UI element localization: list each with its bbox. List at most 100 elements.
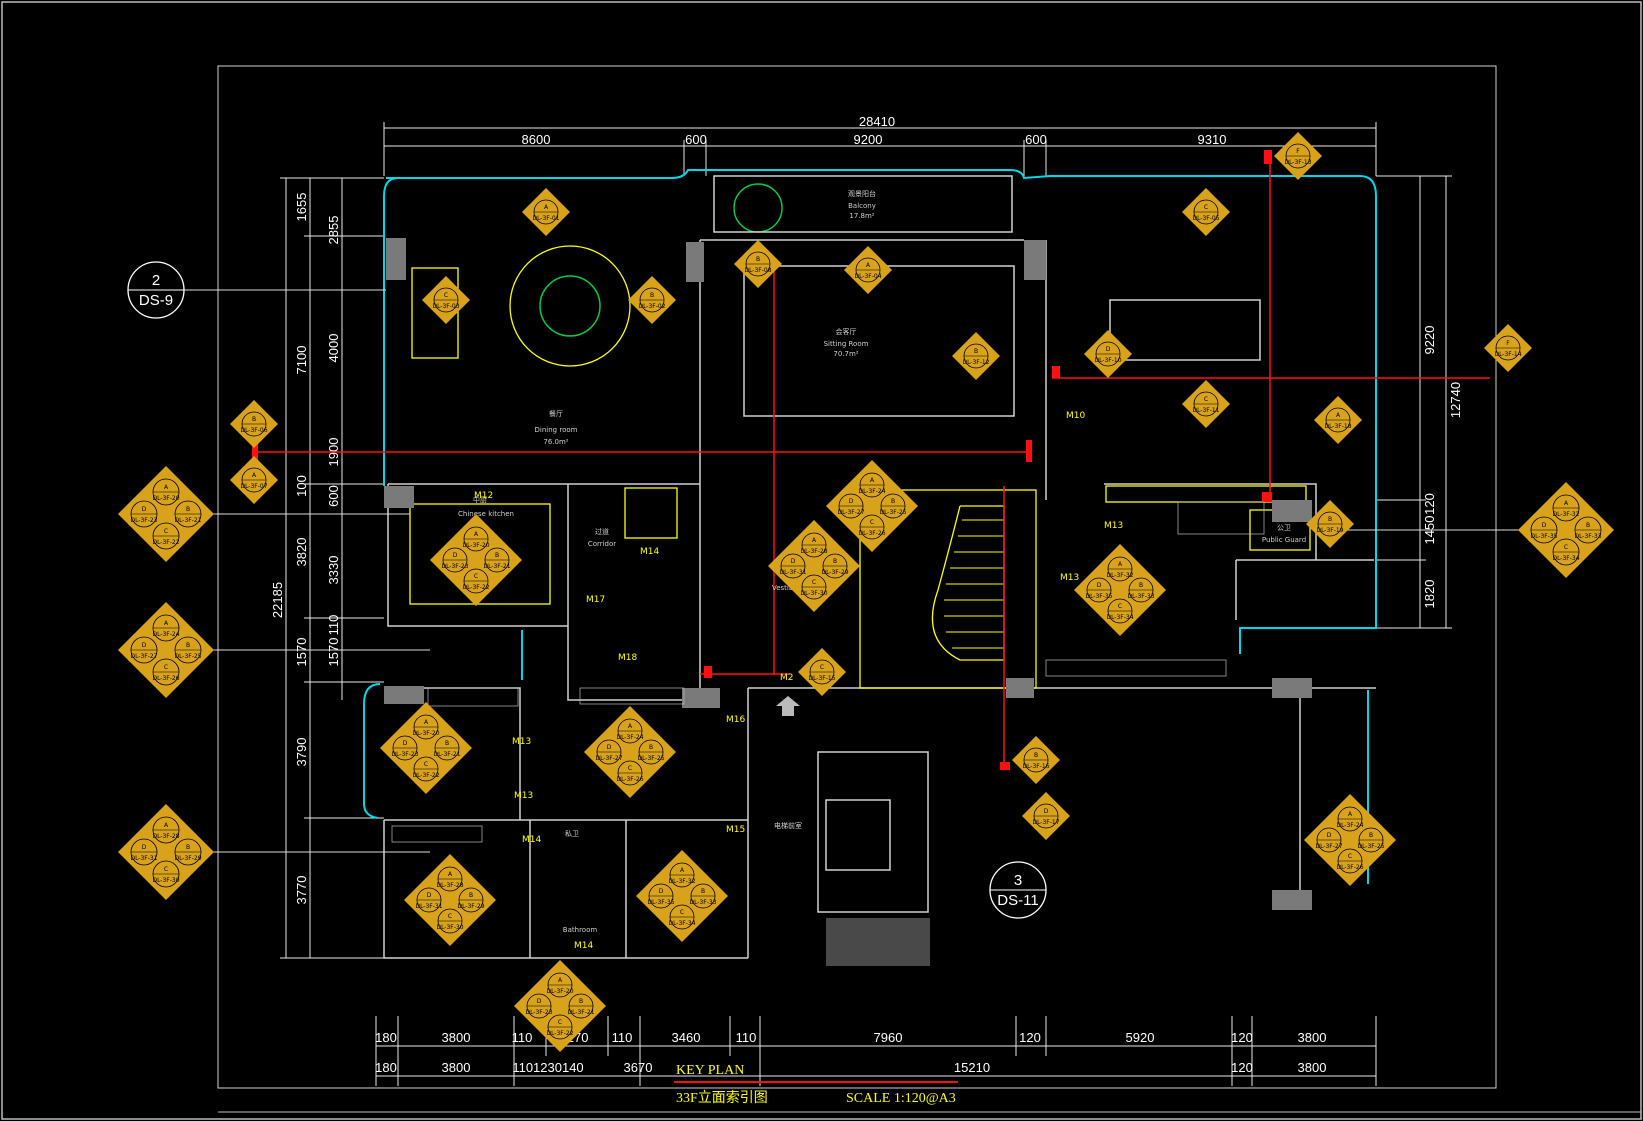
tag-letter: A xyxy=(628,723,633,730)
room-balcony-area: 17.8m² xyxy=(849,212,874,220)
tag-letter: D xyxy=(849,498,854,505)
tag-code: DL-3F-14 xyxy=(1494,351,1521,358)
balcony-plant xyxy=(733,183,783,233)
left-dimensions: 22185 1655 7100 3820 1570 3790 3770 2855… xyxy=(270,177,384,959)
elevation-tag: FDL-3F-13 xyxy=(1274,132,1322,180)
tag-code: DL-3F-28 xyxy=(436,882,463,889)
tag-code: DL-3F-01 xyxy=(532,215,559,222)
tag-code: DL-3F-03 xyxy=(432,303,459,310)
tag-code: DL-3F-05 xyxy=(1192,215,1219,222)
tag-code: DL-3F-27 xyxy=(130,653,157,660)
tag-code: DL-3F-20 xyxy=(546,988,573,995)
tag-code: DL-3F-10 xyxy=(1094,357,1121,364)
callout-sheet: DS-11 xyxy=(997,892,1038,909)
drawing-scale: SCALE 1:120@A3 xyxy=(846,1091,956,1106)
tag-code: DL-3F-20 xyxy=(152,495,179,502)
balcony-box xyxy=(713,175,1013,233)
tag-code: DL-3F-29 xyxy=(457,903,484,910)
tag-code: DL-3F-27 xyxy=(837,509,864,516)
tag-letter: D xyxy=(403,740,408,747)
dim-left-outer: 1570 xyxy=(294,638,309,667)
tag-code: DL-3F-26 xyxy=(616,776,643,783)
dim-top-seg: 600 xyxy=(685,132,707,147)
tag-letter: D xyxy=(791,558,796,565)
dim-bottom-1: 120 xyxy=(1231,1030,1253,1045)
tag-code: DL-3F-22 xyxy=(412,772,439,779)
tag-letter: A xyxy=(1348,811,1353,818)
dim-bottom-2: 120 xyxy=(1231,1060,1253,1075)
shaft-base xyxy=(826,918,930,966)
room-elev-lobby: 电梯前室 xyxy=(774,821,802,830)
door-label: M18 xyxy=(618,653,637,663)
tag-letter: C xyxy=(424,761,428,768)
tag-code: DL-3F-18 xyxy=(1324,423,1351,430)
tag-code: DL-3F-34 xyxy=(1552,555,1579,562)
tag-letter: B xyxy=(186,506,190,513)
dim-top-seg: 9310 xyxy=(1198,132,1227,147)
tag-letter: C xyxy=(448,913,452,920)
tag-letter: A xyxy=(558,977,563,984)
dim-bottom-1: 110 xyxy=(512,1030,533,1045)
dim-bottom-2: 3800 xyxy=(442,1060,471,1075)
tag-letter: B xyxy=(891,498,895,505)
dim-bottom-1: 5920 xyxy=(1126,1030,1155,1045)
dim-left-outer: 3770 xyxy=(294,876,309,905)
door-label: M10 xyxy=(1066,411,1085,421)
room-bath-en: Bathroom xyxy=(563,926,598,934)
dim-bottom-2: 180 xyxy=(375,1060,397,1075)
stair-treads xyxy=(944,519,1004,649)
room-foyer-en: Vestibule xyxy=(772,584,804,592)
tag-code: DL-3F-23 xyxy=(525,1009,552,1016)
tag-letter: C xyxy=(870,519,874,526)
door-label: M14 xyxy=(522,835,541,845)
tag-code: DL-3F-34 xyxy=(668,920,695,927)
tag-letter: B xyxy=(186,642,190,649)
floor-plan xyxy=(184,150,1520,966)
room-kitchen: 中厨 xyxy=(473,495,487,504)
dim-left-inner: 1570 xyxy=(326,638,341,667)
elevation-tag: BDL-3F-16 xyxy=(1012,736,1060,784)
door-label: M2 xyxy=(780,673,794,683)
tag-code: DL-3F-31 xyxy=(779,569,806,576)
room-dining-en: Dining room xyxy=(535,426,578,434)
tag-code: DL-3F-26 xyxy=(152,675,179,682)
elevation-tag: ADL-3F-04 xyxy=(844,246,892,294)
tag-code: DL-3F-11 xyxy=(1192,407,1219,414)
dim-bottom-1: 110 xyxy=(736,1030,757,1045)
tag-letter: B xyxy=(974,348,978,355)
room-public: 公卫 xyxy=(1277,524,1291,532)
elevation-tag: CDL-3F-03 xyxy=(422,276,470,324)
door-label: M13 xyxy=(1104,521,1123,531)
door-label: M14 xyxy=(640,547,659,557)
tag-code: DL-3F-20 xyxy=(462,542,489,549)
right-dimensions: 12740 9220 1450 120 1820 xyxy=(1376,175,1463,629)
elevation-tag: DDL-3F-10 xyxy=(1084,330,1132,378)
tag-letter: B xyxy=(701,888,705,895)
tag-letter: A xyxy=(544,204,549,211)
tag-code: DL-3F-34 xyxy=(1106,614,1133,621)
tag-code: DL-3F-25 xyxy=(174,653,201,660)
stair-enclosure xyxy=(859,489,1037,689)
dim-right-seg: 120 xyxy=(1422,493,1437,515)
dim-left-outer: 1655 xyxy=(294,193,309,222)
tag-code: DL-3F-23 xyxy=(391,751,418,758)
dim-bottom-1: 110 xyxy=(612,1030,633,1045)
tag-code: DL-3F-08 xyxy=(744,267,771,274)
drawing-name: 33F立面索引图 xyxy=(676,1089,768,1106)
tag-letter: A xyxy=(252,472,257,479)
tag-letter: C xyxy=(164,528,168,535)
key-plan-label: KEY PLAN xyxy=(676,1063,744,1078)
door-labels: M12 M14 M17 M18 M13 M13 M14 M15 M16 M10 … xyxy=(474,411,1123,951)
tag-code: DL-3F-07 xyxy=(240,483,267,490)
dining-sideboard xyxy=(411,267,459,359)
door-label: M16 xyxy=(726,715,745,725)
